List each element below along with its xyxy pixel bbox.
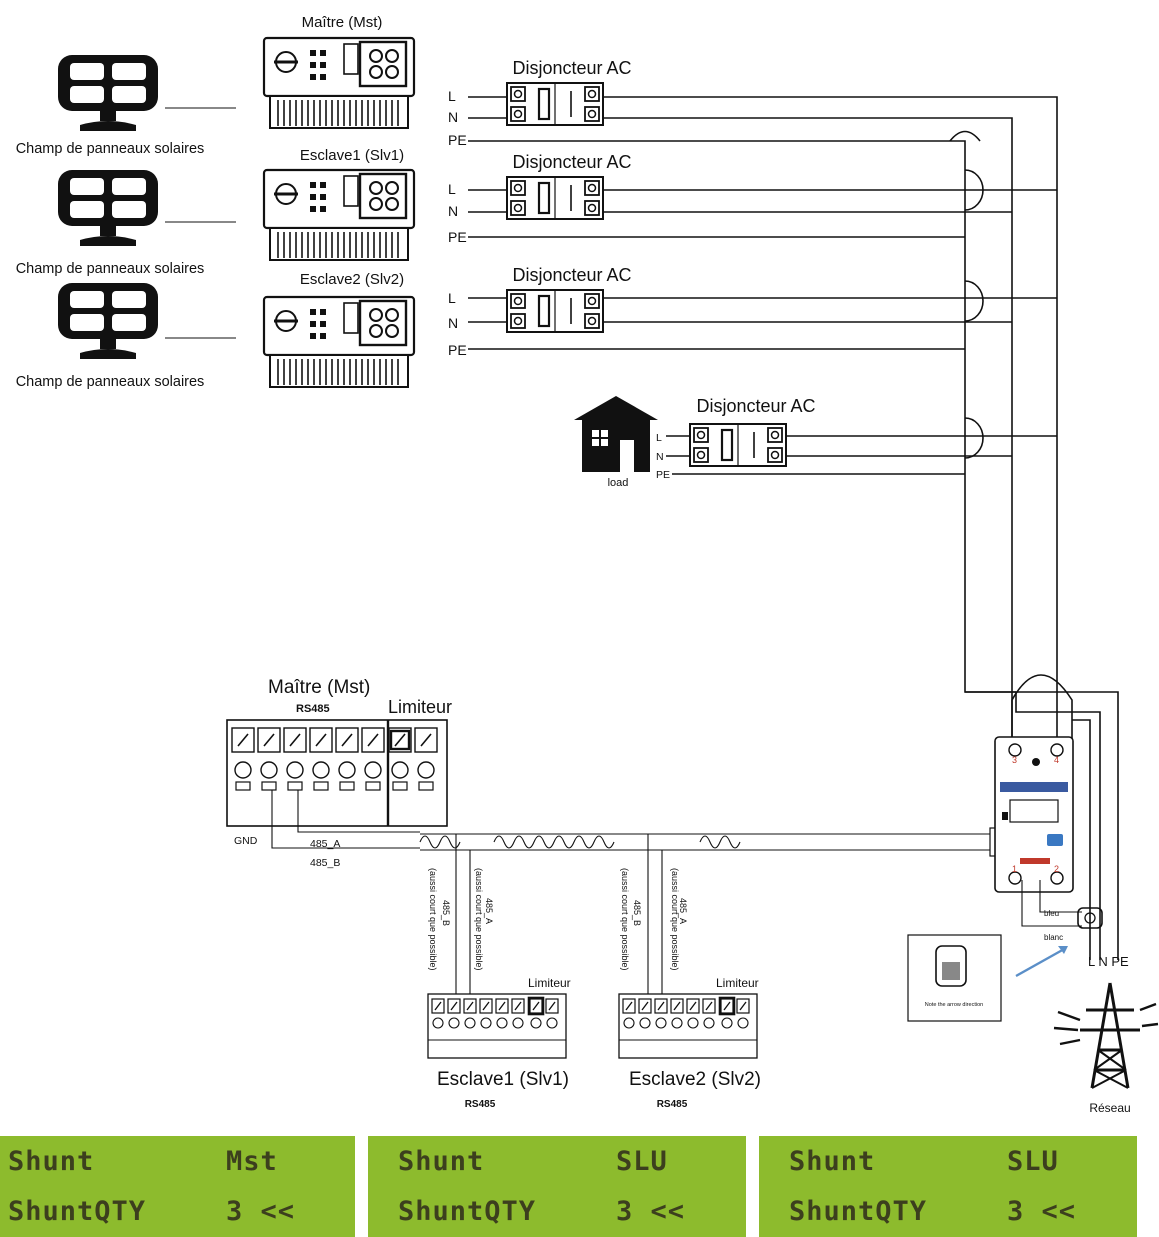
rs485-label: RS485 (296, 703, 330, 715)
breaker-label: Disjoncteur AC (512, 58, 631, 78)
breaker-label: Disjoncteur AC (512, 265, 631, 285)
lcd-setting-value: 3 << (1007, 1196, 1077, 1227)
rs485-label: RS485 (465, 1099, 496, 1110)
slave2-terminal-title: Esclave2 (Slv2) (629, 1069, 761, 1090)
slave2-terminal-block (618, 993, 758, 1059)
grid-label: Réseau (1089, 1101, 1130, 1115)
wire-label-pe: PE (448, 229, 467, 245)
inverter-label-slave1: Esclave1 (Slv1) (300, 147, 404, 164)
solar-panel-icon (58, 170, 158, 246)
wire-white-label: blanc (1044, 933, 1063, 942)
solar-array-label: Champ de panneaux solaires (16, 261, 205, 277)
lcd-setting-value: 3 << (226, 1196, 296, 1227)
limiter-label: Limiteur (528, 976, 571, 990)
wire-blue-label: bleu (1044, 909, 1059, 918)
wire-label-l: L (448, 88, 456, 104)
wire-label-n: N (656, 451, 664, 463)
lcd-panel-slave2: Shunt SLU ShuntQTY 3 << (759, 1136, 1137, 1237)
wire-label-l: L (656, 432, 662, 444)
solar-array-label: Champ de panneaux solaires (16, 141, 205, 157)
solar-panel-icon (58, 55, 158, 131)
solar-array-label: Champ de panneaux solaires (16, 374, 205, 390)
meter-terminal-label: 2 (1054, 864, 1059, 874)
master-terminal-block (226, 719, 448, 827)
wire-485b-label: 485_B (632, 900, 642, 926)
wire-note: (aussi court que possible) (474, 868, 484, 971)
inverter-label-master: Maître (Mst) (302, 14, 383, 31)
wire-label-n: N (448, 315, 458, 331)
wire-note: (aussi court que possible) (620, 868, 630, 971)
lcd-setting-label: ShuntQTY (8, 1196, 147, 1227)
wire-label-n: N (448, 109, 458, 125)
lcd-mode-value: SLU (616, 1146, 668, 1177)
lcd-panel-slave1: Shunt SLU ShuntQTY 3 << (368, 1136, 746, 1237)
wire-485b-label: 485_B (441, 900, 451, 926)
gnd-label: GND (234, 835, 258, 847)
rs485-twisted-pair (419, 827, 1017, 857)
meter-terminal-label: 3 (1012, 755, 1017, 765)
ac-breaker-icon (688, 422, 788, 468)
inverter-icon (262, 168, 416, 262)
solar-panel-icon (58, 283, 158, 359)
lcd-panel-master: Shunt Mst ShuntQTY 3 << (0, 1136, 355, 1237)
inverter-icon (262, 36, 416, 130)
lcd-menu-label: Shunt (398, 1146, 485, 1177)
inverter-label-slave2: Esclave2 (Slv2) (300, 271, 404, 288)
wire-485a-label: 485_A (678, 898, 688, 924)
wire-label-pe: PE (656, 469, 670, 481)
wire-label-n: N (448, 203, 458, 219)
ct-note-box (907, 934, 1002, 1022)
limiter-label: Limiteur (716, 976, 759, 990)
lcd-mode-value: SLU (1007, 1146, 1059, 1177)
wire-note: (aussi court que possible) (428, 868, 438, 971)
wire-label-pe: PE (448, 132, 467, 148)
lcd-menu-label: Shunt (8, 1146, 95, 1177)
lcd-setting-value: 3 << (616, 1196, 686, 1227)
house-icon (574, 396, 658, 472)
lcd-menu-label: Shunt (789, 1146, 876, 1177)
wire-label-pe: PE (448, 342, 467, 358)
limiter-label: Limiteur (388, 697, 452, 717)
master-terminal-title: Maître (Mst) (268, 677, 370, 698)
meter-terminal-label: 1 (1012, 864, 1017, 874)
lcd-setting-label: ShuntQTY (789, 1196, 928, 1227)
power-tower-icon (1053, 982, 1159, 1089)
wire-485a-label: 485_A (310, 838, 340, 850)
slave1-terminal-block (427, 993, 567, 1059)
slave1-terminal-title: Esclave1 (Slv1) (437, 1069, 569, 1090)
rs485-label: RS485 (657, 1099, 688, 1110)
meter-terminal-label: 4 (1054, 755, 1059, 765)
ct-clamp-icon (1077, 907, 1103, 929)
ac-breaker-icon (505, 288, 605, 334)
energy-meter (994, 736, 1074, 893)
wire-note: (aussi court que possible) (670, 868, 680, 971)
load-label: load (608, 477, 629, 489)
wire-485b-label: 485_B (310, 857, 340, 869)
lcd-setting-label: ShuntQTY (398, 1196, 537, 1227)
breaker-label: Disjoncteur AC (696, 396, 815, 416)
grid-lnpe-label: L N PE (1088, 954, 1129, 969)
wire-label-l: L (448, 181, 456, 197)
breaker-label: Disjoncteur AC (512, 152, 631, 172)
wire-485a-label: 485_A (484, 898, 494, 924)
ac-breaker-icon (505, 81, 605, 127)
inverter-icon (262, 295, 416, 389)
wire-label-l: L (448, 290, 456, 306)
lcd-mode-value: Mst (226, 1146, 278, 1177)
ct-note-text: Note the arrow direction (925, 1002, 983, 1008)
ac-breaker-icon (505, 175, 605, 221)
